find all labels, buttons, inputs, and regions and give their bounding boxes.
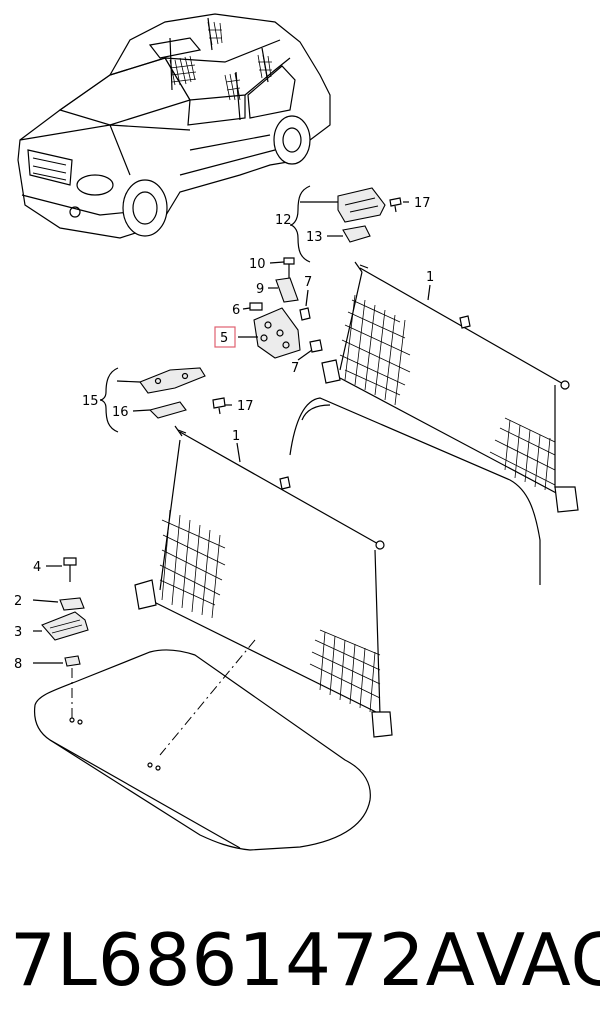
callout-9: 9 xyxy=(256,282,264,297)
callout-1-upper: 1 xyxy=(426,270,434,285)
brand-label: VAG xyxy=(475,918,600,1002)
callout-5-highlight-box xyxy=(214,326,236,348)
callout-7-lower: 7 xyxy=(291,361,299,376)
car-illustration xyxy=(17,13,331,239)
callout-5: 5 xyxy=(220,331,228,346)
callout-3: 3 xyxy=(14,625,22,640)
callout-16: 16 xyxy=(112,405,129,420)
callout-10: 10 xyxy=(249,257,266,272)
callout-7-upper: 7 xyxy=(304,275,312,290)
callout-8: 8 xyxy=(14,657,22,672)
callout-17-upper: 17 xyxy=(414,196,431,211)
callout-1-lower: 1 xyxy=(232,429,240,444)
part-number: 7L6861472A xyxy=(10,918,476,1002)
lower-luggage-net xyxy=(33,425,393,851)
callout-labels: 1 1 2 3 4 5 6 7 7 8 9 10 12 13 15 16 17 … xyxy=(14,196,434,672)
callout-4: 4 xyxy=(33,560,41,575)
caption-bar: 7L6861472A VAG xyxy=(0,905,600,1015)
callout-17-lower: 17 xyxy=(237,399,254,414)
callout-6: 6 xyxy=(232,303,240,318)
parts-diagram: 1 1 2 3 4 5 6 7 7 8 9 10 12 13 15 16 17 … xyxy=(14,13,579,851)
small-parts xyxy=(41,187,402,667)
callout-15: 15 xyxy=(82,394,99,409)
callout-13: 13 xyxy=(306,230,323,245)
leader-lines xyxy=(32,185,431,664)
callout-12: 12 xyxy=(275,213,292,228)
callout-2: 2 xyxy=(14,594,22,609)
upper-luggage-net xyxy=(279,261,579,585)
